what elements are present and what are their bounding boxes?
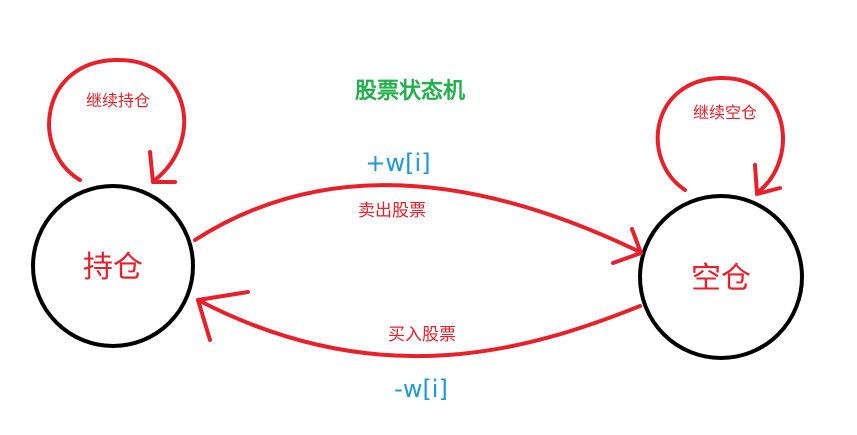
transition-buy-arrow <box>196 298 642 359</box>
self-loop-hold-arrow <box>47 57 187 182</box>
transition-buy-label: 买入股票 <box>388 325 456 345</box>
self-loop-empty: 继续空仓 <box>655 75 785 196</box>
transition-buy: 买入股票 -w[i] <box>196 290 642 403</box>
self-loop-hold: 继续持仓 <box>47 57 187 184</box>
self-loop-empty-arrow <box>655 75 785 194</box>
transition-sell-weight: +w[i] <box>365 149 430 177</box>
state-empty: 空仓 <box>638 194 804 360</box>
state-empty-circle <box>638 194 804 360</box>
state-empty-label: 空仓 <box>691 261 751 296</box>
state-hold: 持仓 <box>31 184 195 348</box>
transition-buy-arrowhead <box>196 290 250 342</box>
self-loop-empty-arrowhead <box>753 163 782 196</box>
transition-sell: +w[i] 卖出股票 <box>193 149 643 265</box>
self-loop-empty-label: 继续空仓 <box>693 103 757 122</box>
transition-buy-weight: -w[i] <box>394 375 448 403</box>
state-hold-label: 持仓 <box>83 250 143 285</box>
transition-sell-arrowhead <box>611 227 643 265</box>
state-hold-circle <box>31 184 195 348</box>
transition-sell-arrow <box>193 183 642 254</box>
diagram-title: 股票状态机 <box>355 78 465 104</box>
self-loop-hold-label: 继续持仓 <box>86 91 150 110</box>
transition-sell-label: 卖出股票 <box>358 201 426 221</box>
self-loop-hold-arrowhead <box>148 150 177 184</box>
